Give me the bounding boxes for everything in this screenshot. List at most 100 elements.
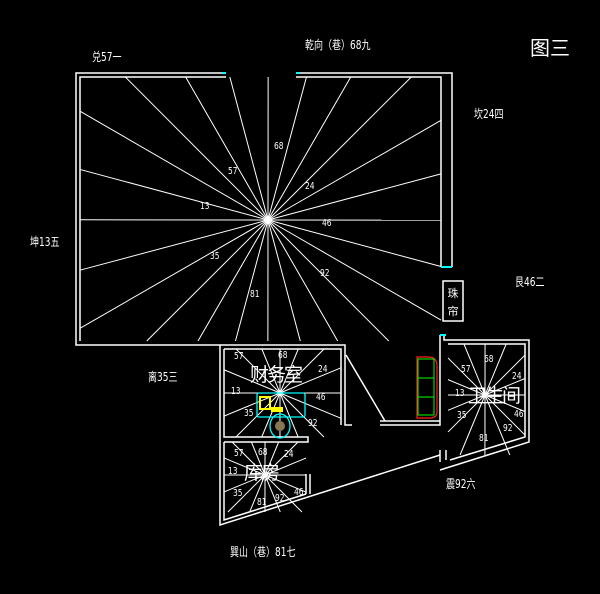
direction-right-top: 坎24四 — [474, 107, 504, 121]
toilet-number: 57 — [461, 364, 471, 375]
storage-number: 68 — [258, 447, 268, 458]
desk — [256, 392, 306, 439]
toilet-ray — [484, 343, 507, 396]
main-number: 35 — [210, 251, 220, 262]
main-ray — [267, 219, 442, 268]
toilet-number: 24 — [512, 371, 522, 382]
toilet-ray — [447, 379, 486, 396]
storage-ray — [264, 474, 307, 493]
main-number: 24 — [305, 181, 315, 192]
storage-number: 92 — [275, 493, 285, 504]
finance-ray — [279, 392, 299, 438]
direction-right-mid: 艮46二 — [515, 275, 545, 289]
main-number: 68 — [274, 141, 284, 152]
finance-ray — [261, 392, 281, 438]
main-ray — [267, 76, 352, 221]
finance-number: 68 — [278, 350, 288, 361]
storage-number: 46 — [294, 487, 304, 498]
storage-ray — [249, 474, 266, 513]
toilet-ray — [447, 394, 486, 411]
storage-ray — [264, 474, 281, 513]
storage-ray — [223, 457, 266, 476]
toilet-ray — [484, 378, 526, 396]
main-number: 92 — [320, 268, 330, 279]
storage-ray — [227, 474, 266, 513]
main-ray — [79, 110, 269, 221]
main-ray — [267, 219, 442, 321]
toilet-number: 68 — [484, 354, 494, 365]
finance-number: 24 — [318, 364, 328, 375]
finance-ray — [279, 348, 299, 394]
main-number: 46 — [322, 218, 332, 229]
toilet-ray — [484, 394, 526, 436]
main-ray — [267, 219, 301, 342]
main-ray — [267, 76, 307, 221]
main-wall-left — [75, 72, 226, 346]
main-ray — [79, 219, 269, 271]
toilet-ray — [484, 354, 526, 396]
toilet-room-wall — [439, 335, 530, 471]
room-finance: 财务室 — [250, 364, 303, 386]
direction-top: 乾向（巷）68九 — [305, 38, 371, 52]
finance-ray — [261, 348, 281, 394]
storage-ray — [264, 457, 307, 476]
toilet-ray — [447, 394, 486, 433]
main-ray — [124, 76, 269, 221]
toilet-number: 35 — [457, 410, 467, 421]
direction-top-left: 兑57一 — [92, 50, 122, 64]
main-ray — [229, 76, 269, 221]
main-ray — [267, 76, 412, 221]
finance-ray — [235, 392, 281, 438]
main-ray — [79, 168, 269, 221]
toilet-number: 46 — [514, 409, 524, 420]
storage-ray — [264, 441, 299, 476]
main-wall-right — [296, 72, 453, 267]
storage-ray — [264, 474, 303, 513]
toilet-number: 13 — [455, 388, 465, 399]
room-toilet: 卫生间 — [468, 385, 521, 407]
direction-left: 坤13五 — [30, 235, 60, 249]
finance-ray — [279, 392, 325, 438]
toilet-number: 81 — [479, 433, 489, 444]
keyboard — [271, 407, 283, 412]
main-ray — [234, 219, 269, 342]
finance-number: 46 — [316, 392, 326, 403]
toilet-ray — [463, 343, 486, 396]
storage-ray — [264, 441, 280, 476]
finance-ray — [223, 369, 281, 394]
chair — [275, 421, 285, 431]
room-storage: 库房 — [244, 462, 280, 484]
plant-planter — [416, 356, 438, 419]
main-number: 81 — [250, 289, 260, 300]
finance-room-wall — [220, 344, 352, 426]
finance-number: 13 — [231, 386, 241, 397]
finance-ray — [279, 392, 342, 419]
main-ray — [267, 119, 442, 221]
curtain-label: 珠帘 — [447, 287, 459, 318]
finance-ray — [235, 348, 281, 394]
figure-title: 图三 — [530, 36, 570, 60]
toilet-ray — [484, 394, 526, 413]
storage-number: 24 — [284, 449, 294, 460]
main-number: 57 — [228, 166, 238, 177]
storage-number: 13 — [228, 466, 238, 477]
toilet-ray — [447, 357, 486, 396]
main-ray — [79, 219, 269, 329]
finance-ray — [279, 367, 342, 394]
storage-ray — [250, 441, 266, 476]
main-ray — [185, 76, 269, 221]
toilet-ray — [459, 394, 486, 456]
curtain-box — [442, 280, 464, 322]
main-ray — [267, 219, 390, 342]
storage-number: 35 — [233, 488, 243, 499]
toilet-ray — [484, 394, 511, 456]
finance-number: 92 — [308, 418, 318, 429]
storage-number: 81 — [257, 497, 267, 508]
finance-ray — [279, 348, 325, 394]
main-ray — [197, 219, 269, 342]
main-number: 13 — [200, 201, 210, 212]
direction-bottom: 巽山（巷）81七 — [230, 545, 296, 559]
finance-number: 57 — [234, 351, 244, 362]
